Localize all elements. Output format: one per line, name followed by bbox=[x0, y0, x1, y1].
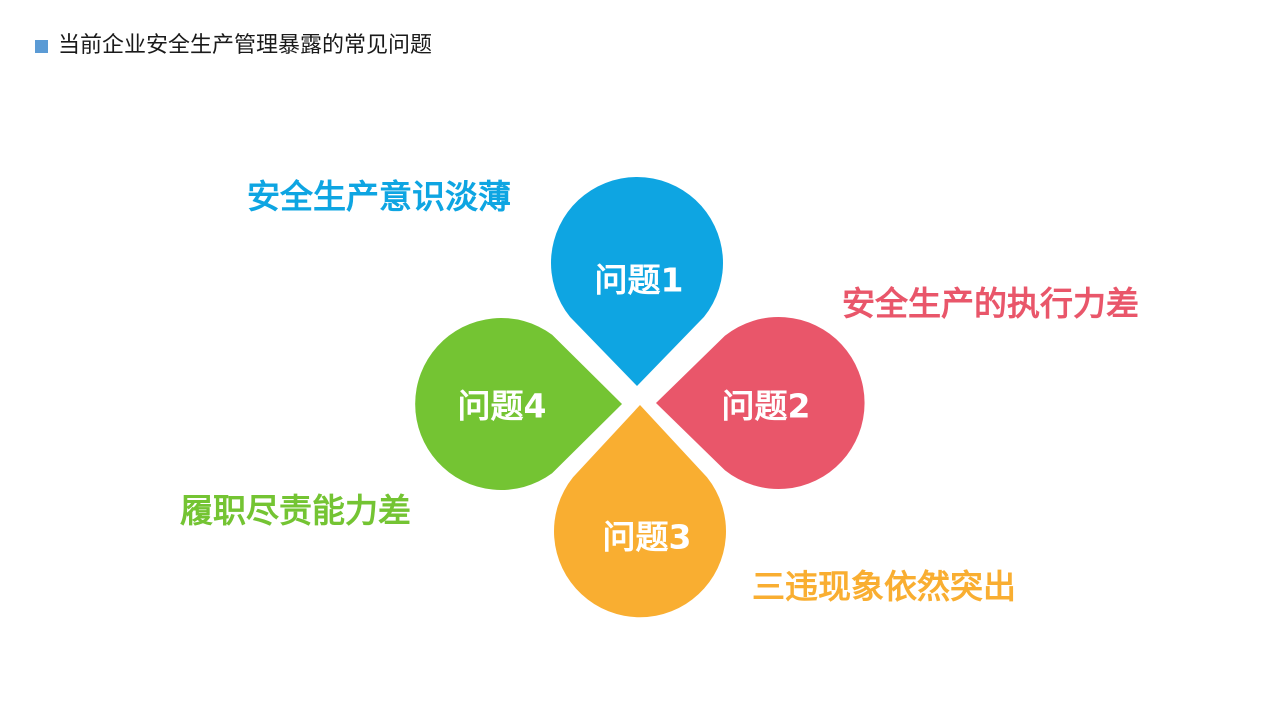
issue-label-2: 安全生产的执行力差 bbox=[842, 284, 1139, 323]
issue-label-3: 三违现象依然突出 bbox=[752, 567, 1016, 606]
petal-2-label: 问题2 bbox=[722, 387, 811, 426]
petal-4-label: 问题4 bbox=[458, 387, 547, 426]
petal-4-shape bbox=[415, 318, 622, 490]
petal-3-shape bbox=[554, 405, 727, 618]
petal-issue-2: 问题2 bbox=[656, 317, 865, 489]
issue-label-4: 履职尽责能力差 bbox=[180, 491, 411, 530]
petal-issue-1: 问题1 bbox=[550, 176, 723, 386]
slide-title: 当前企业安全生产管理暴露的常见问题 bbox=[58, 33, 433, 58]
issue-label-1: 安全生产意识淡薄 bbox=[247, 177, 511, 216]
petal-1-label: 问题1 bbox=[595, 261, 684, 300]
title-bullet-square bbox=[35, 39, 48, 53]
petal-1-shape bbox=[550, 176, 723, 386]
slide-header: 当前企业安全生产管理暴露的常见问题 bbox=[35, 30, 432, 62]
petal-2-shape bbox=[656, 317, 865, 489]
petal-3-label: 问题3 bbox=[603, 518, 692, 557]
petal-issue-3: 问题3 bbox=[554, 405, 727, 618]
petal-issue-4: 问题4 bbox=[415, 318, 622, 490]
